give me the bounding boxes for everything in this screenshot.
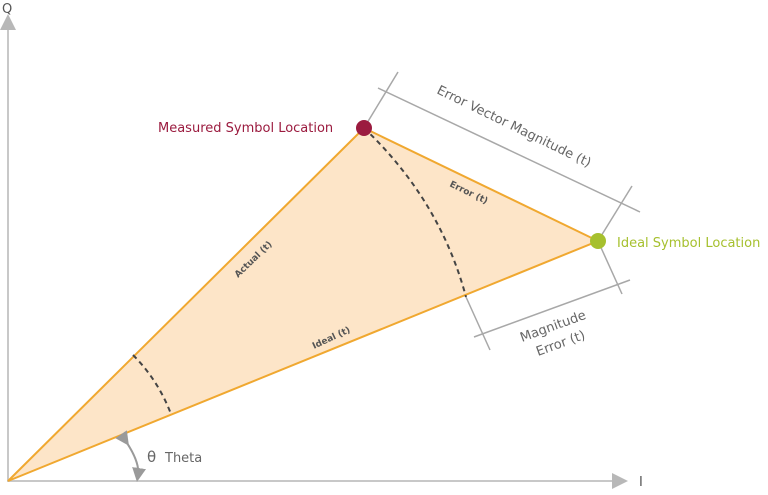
ideal-symbol-point: [590, 233, 606, 249]
theta-symbol: θ: [147, 448, 156, 466]
theta-inner-arc: [132, 354, 172, 415]
measured-symbol-label: Measured Symbol Location: [158, 121, 333, 136]
magnitude-arc: [363, 127, 467, 298]
error-triangle: [7, 126, 601, 482]
ideal-symbol-label: Ideal Symbol Location: [617, 236, 760, 251]
evm-label: Error Vector Magnitude (t): [434, 83, 593, 171]
axes: Q I: [0, 2, 643, 490]
magnitude-error-dimension: [465, 240, 631, 351]
evm-dimension: [363, 71, 641, 242]
q-axis-label: Q: [2, 2, 12, 17]
theta-label: Theta: [164, 451, 202, 466]
theta-arrow-icon: [115, 430, 146, 482]
measured-symbol-point: [356, 120, 372, 136]
i-axis-label: I: [639, 475, 643, 490]
